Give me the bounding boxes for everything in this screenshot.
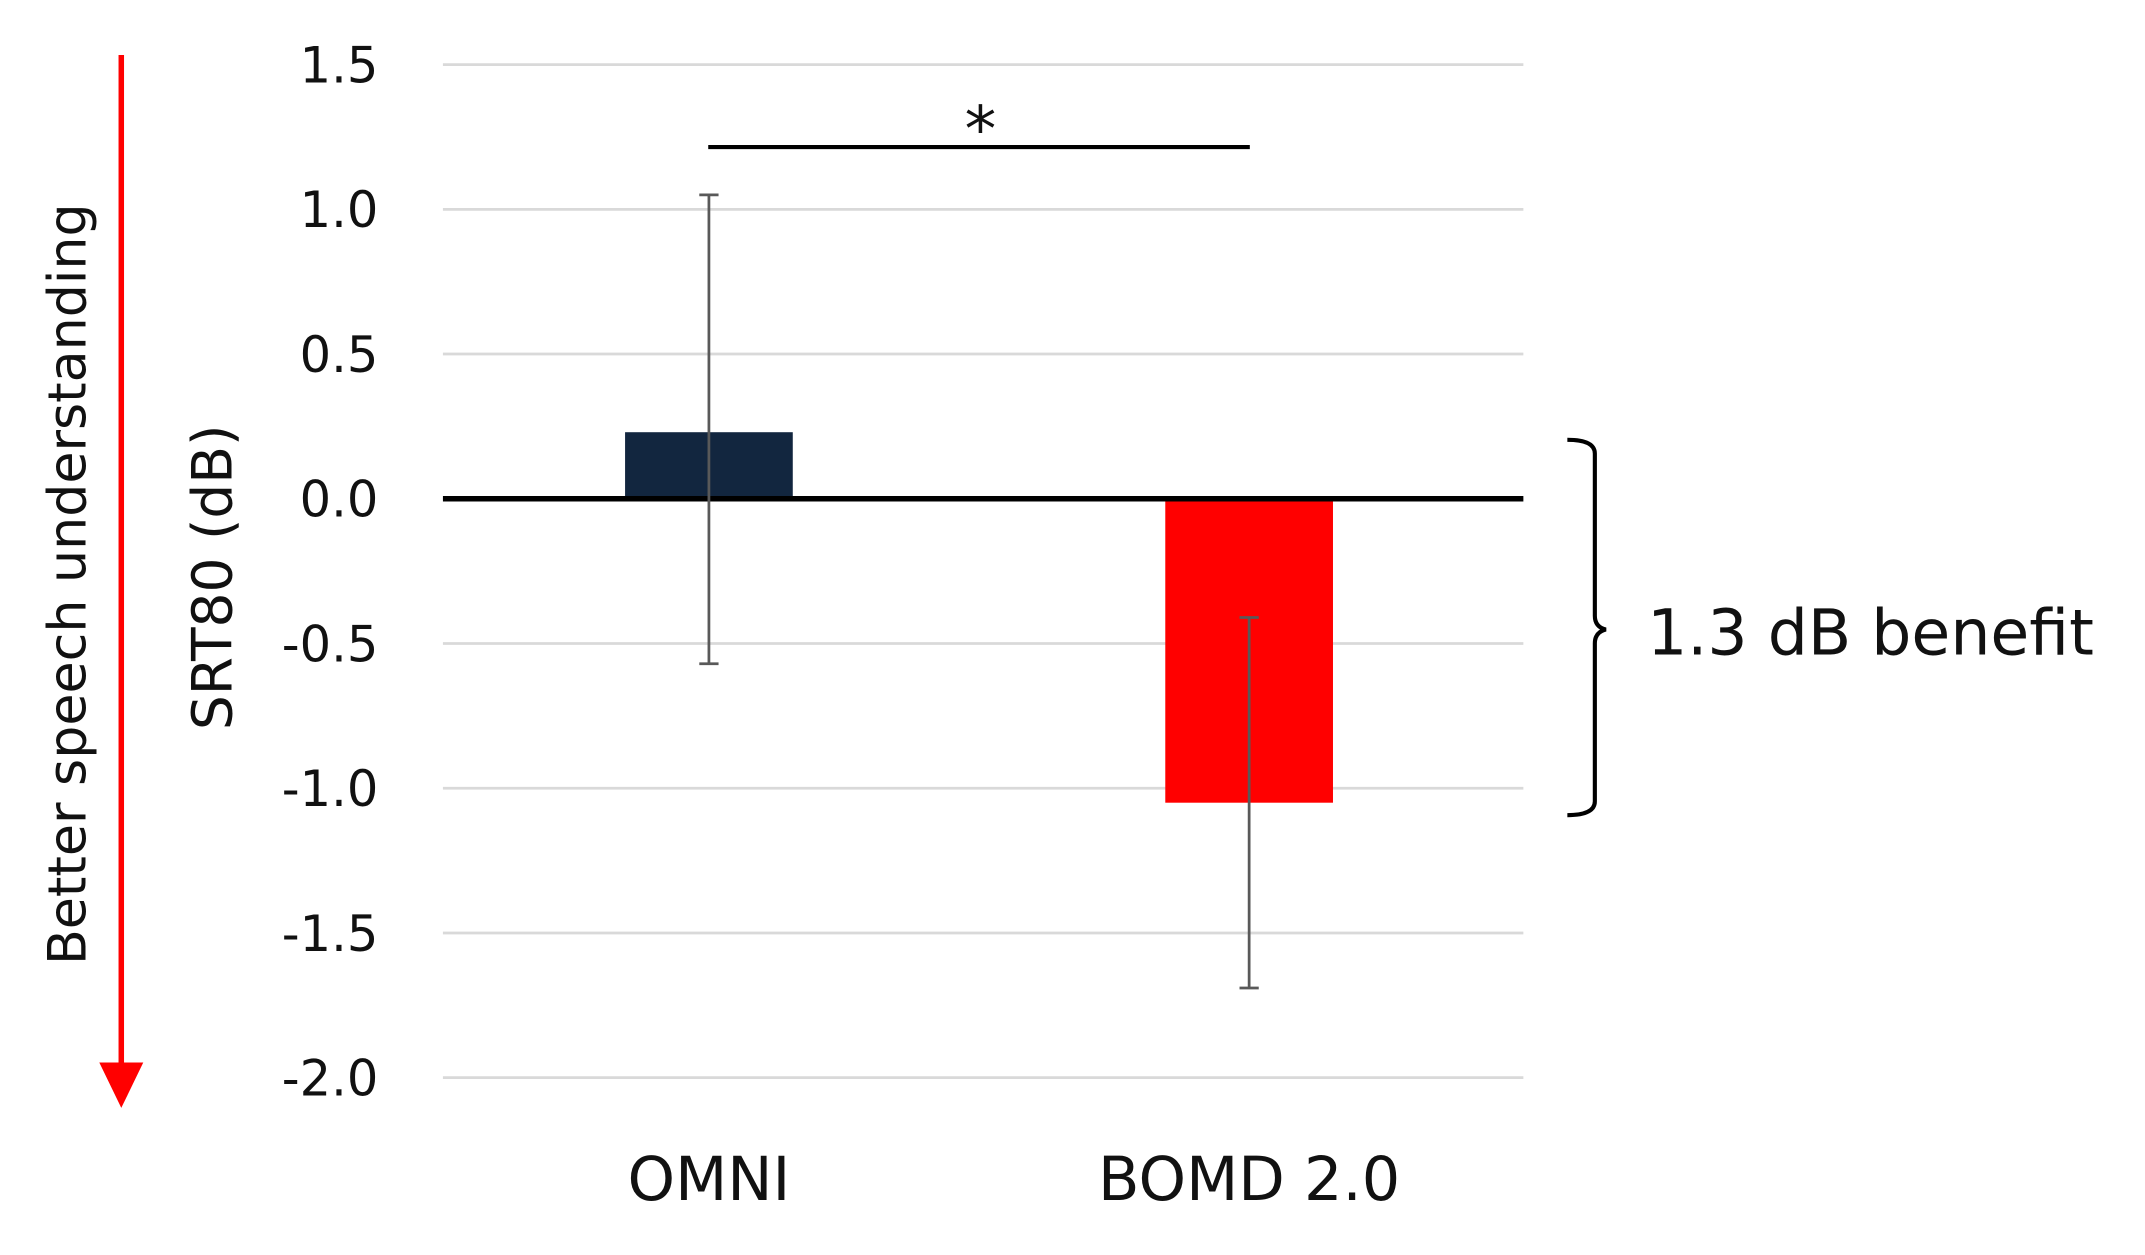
y-tick-label: 1.5 bbox=[300, 36, 379, 94]
y-tick-label: -0.5 bbox=[282, 615, 379, 673]
error-bar bbox=[1239, 616, 1259, 990]
side-arrow-label: Better speech understanding bbox=[39, 203, 99, 965]
significance-star: * bbox=[965, 92, 997, 166]
error-bars bbox=[699, 193, 1259, 990]
y-tick-label: 0.0 bbox=[300, 471, 379, 529]
gridlines bbox=[442, 63, 1524, 1080]
benefit-annotation: 1.3 dB benefit bbox=[1647, 595, 2094, 669]
y-tick-label: -1.0 bbox=[282, 760, 379, 818]
y-tick-label: 0.5 bbox=[300, 326, 379, 384]
y-tick-label: -2.0 bbox=[282, 1050, 379, 1108]
error-bar bbox=[699, 193, 719, 666]
y-tick-labels: 1.5 1.0 0.5 0.0 -0.5 -1.0 -1.5 -2.0 bbox=[282, 36, 379, 1107]
category-label: BOMD 2.0 bbox=[1098, 1145, 1400, 1215]
category-labels: OMNI BOMD 2.0 bbox=[627, 1145, 1400, 1215]
bars bbox=[625, 432, 1333, 803]
y-tick-label: 1.0 bbox=[300, 181, 379, 239]
side-arrow-head-icon bbox=[99, 1062, 144, 1108]
y-axis-label: SRT80 (dB) bbox=[180, 425, 244, 731]
category-label: OMNI bbox=[627, 1145, 790, 1215]
y-tick-label: -1.5 bbox=[282, 905, 379, 963]
benefit-bracket bbox=[1567, 437, 1607, 818]
